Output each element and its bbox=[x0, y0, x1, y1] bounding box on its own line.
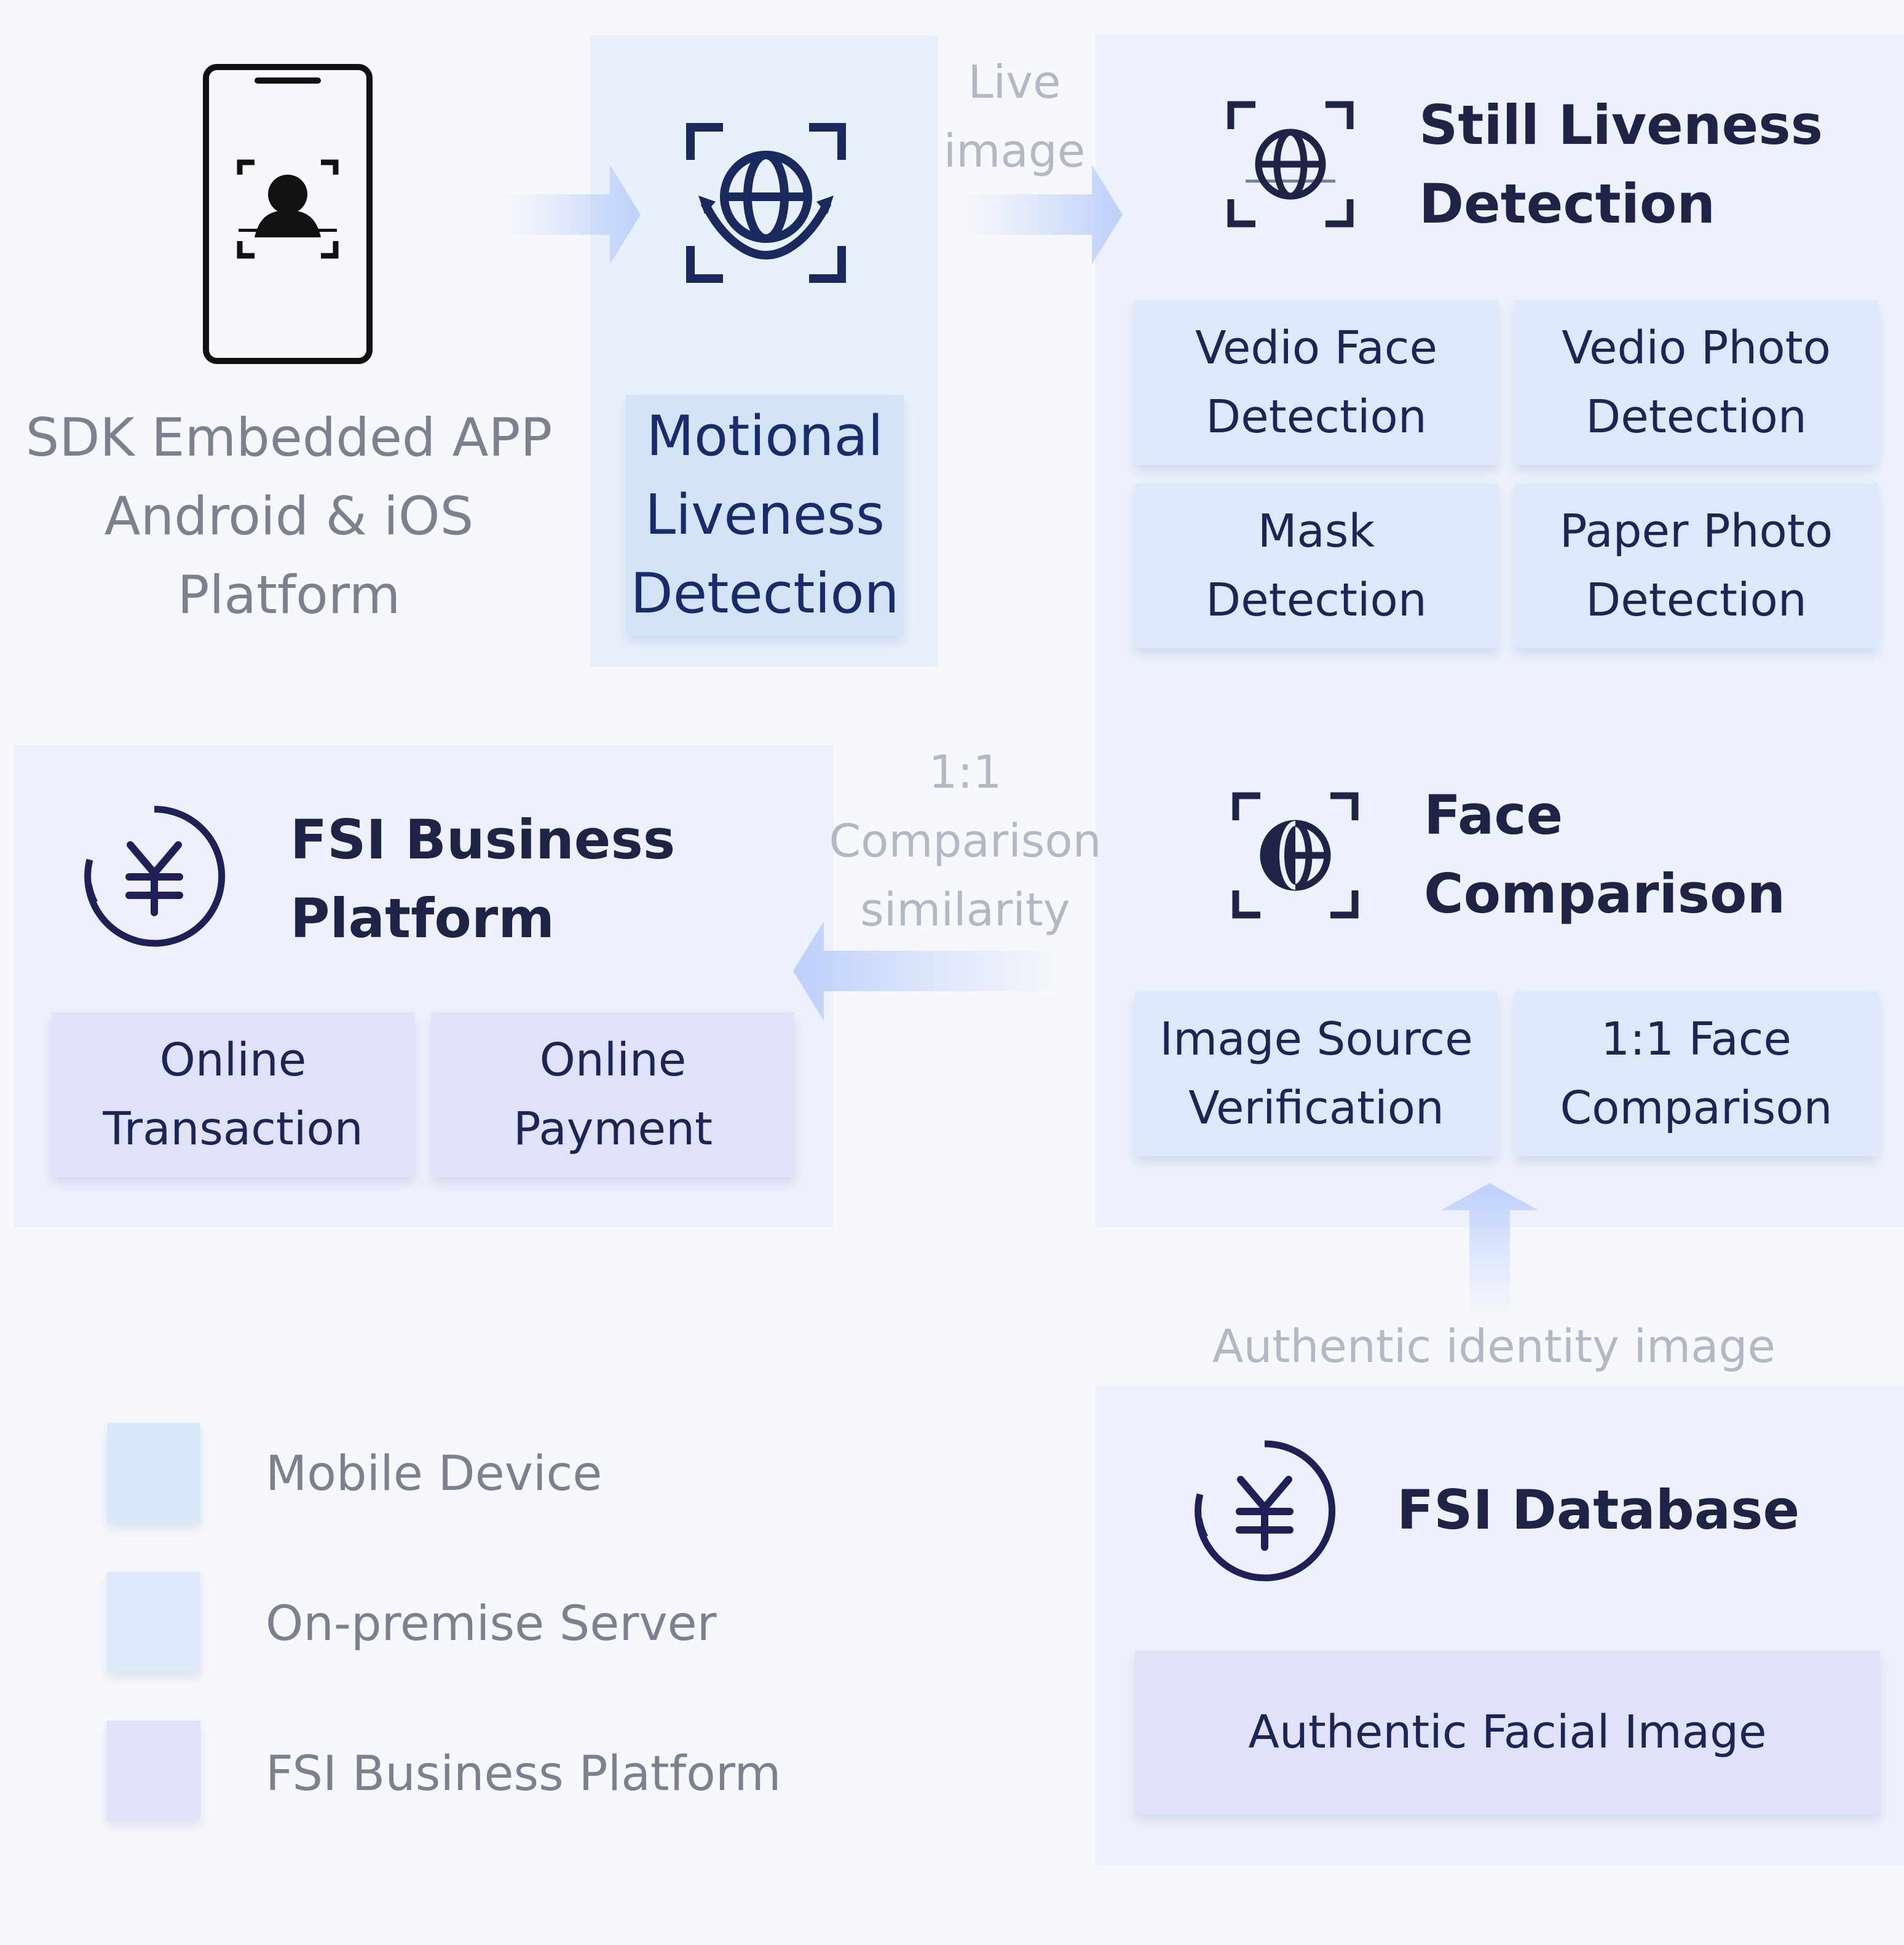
vedio-face-line-2: Detection bbox=[1206, 390, 1427, 443]
still-liveness-title: Still Liveness Detection bbox=[1419, 86, 1886, 243]
vedio-photo-line-2: Detection bbox=[1586, 390, 1807, 443]
legend-swatch-fsi bbox=[107, 1721, 200, 1820]
face-comparison-title-2: Comparison bbox=[1424, 862, 1786, 925]
sdk-app-label: SDK Embedded APP Android & iOS Platform bbox=[0, 398, 578, 635]
paper-photo-line-1: Paper Photo bbox=[1559, 505, 1833, 558]
still-liveness-title-2: Detection bbox=[1419, 172, 1715, 236]
face-comparison-1to1-chip: 1:1 Face Comparison bbox=[1515, 991, 1878, 1156]
legend-label-server: On-premise Server bbox=[266, 1596, 717, 1652]
legend-swatch-server bbox=[107, 1572, 200, 1671]
vedio-face-detection-chip: Vedio Face Detection bbox=[1135, 300, 1498, 465]
face-comparison-title-1: Face bbox=[1424, 783, 1563, 847]
online-transaction-line-2: Transaction bbox=[103, 1103, 363, 1155]
face-scan-motion-icon bbox=[686, 123, 846, 283]
flow-arrow-app-to-motional bbox=[502, 165, 641, 264]
flow-arrow-authentic-identity bbox=[1441, 1183, 1538, 1321]
comparison-line-1: 1:1 bbox=[928, 746, 1002, 799]
vedio-face-line-1: Vedio Face bbox=[1195, 322, 1438, 374]
face-compare-icon bbox=[1232, 792, 1359, 919]
online-transaction-line-1: Online bbox=[159, 1034, 307, 1087]
motional-line-3: Detection bbox=[630, 561, 899, 626]
image-source-verification-chip: Image Source Verification bbox=[1135, 991, 1498, 1156]
face-1to1-line-2: Comparison bbox=[1560, 1082, 1833, 1135]
vedio-photo-detection-chip: Vedio Photo Detection bbox=[1515, 300, 1878, 465]
face-1to1-line-1: 1:1 Face bbox=[1601, 1013, 1791, 1066]
still-liveness-title-1: Still Liveness bbox=[1419, 93, 1823, 157]
motional-liveness-chip: Motional Liveness Detection bbox=[626, 395, 904, 636]
fsi-database-title: FSI Database bbox=[1397, 1478, 1800, 1542]
motional-line-2: Liveness bbox=[645, 483, 885, 547]
phone-face-scan-icon bbox=[203, 64, 373, 364]
flow-arrow-live-image bbox=[959, 165, 1123, 264]
authentic-identity-label: Authentic identity image bbox=[1212, 1320, 1776, 1373]
live-image-label: Live image bbox=[934, 48, 1094, 186]
live-image-line-1: Live bbox=[968, 56, 1061, 109]
image-source-line-2: Verification bbox=[1188, 1082, 1444, 1135]
paper-photo-line-2: Detection bbox=[1586, 574, 1807, 627]
yuan-icon bbox=[1193, 1439, 1337, 1583]
face-comparison-title: Face Comparison bbox=[1424, 776, 1891, 933]
comparison-similarity-label: 1:1 Comparison similarity bbox=[818, 738, 1113, 945]
yuan-icon bbox=[82, 804, 226, 948]
comparison-line-3: similarity bbox=[860, 884, 1070, 937]
fsi-business-title: FSI Business Platform bbox=[290, 801, 721, 957]
fsi-business-title-1: FSI Business bbox=[290, 808, 676, 871]
vedio-photo-line-1: Vedio Photo bbox=[1562, 322, 1831, 374]
authentic-facial-image-chip: Authentic Facial Image bbox=[1135, 1650, 1880, 1814]
image-source-line-1: Image Source bbox=[1159, 1013, 1473, 1066]
paper-photo-detection-chip: Paper Photo Detection bbox=[1515, 483, 1878, 648]
mask-line-1: Mask bbox=[1257, 505, 1375, 558]
online-payment-line-2: Payment bbox=[513, 1103, 713, 1155]
online-payment-chip: Online Payment bbox=[432, 1012, 794, 1177]
mask-line-2: Detection bbox=[1206, 574, 1427, 627]
mask-detection-chip: Mask Detection bbox=[1135, 483, 1498, 648]
legend-label-mobile: Mobile Device bbox=[266, 1446, 602, 1502]
flow-arrow-comparison-result bbox=[793, 921, 1073, 1021]
sdk-app-line-1: SDK Embedded APP bbox=[25, 407, 553, 469]
legend-label-fsi: FSI Business Platform bbox=[266, 1746, 781, 1802]
motional-line-1: Motional bbox=[646, 404, 883, 469]
fsi-business-title-2: Platform bbox=[290, 886, 555, 950]
face-scan-icon bbox=[1227, 101, 1354, 228]
sdk-app-line-2: Android & iOS bbox=[104, 486, 474, 547]
comparison-line-2: Comparison bbox=[829, 815, 1102, 868]
sdk-app-line-3: Platform bbox=[177, 564, 401, 626]
online-transaction-chip: Online Transaction bbox=[52, 1012, 414, 1177]
online-payment-line-1: Online bbox=[539, 1034, 687, 1087]
legend-swatch-mobile bbox=[107, 1423, 200, 1523]
live-image-line-2: image bbox=[943, 125, 1086, 178]
